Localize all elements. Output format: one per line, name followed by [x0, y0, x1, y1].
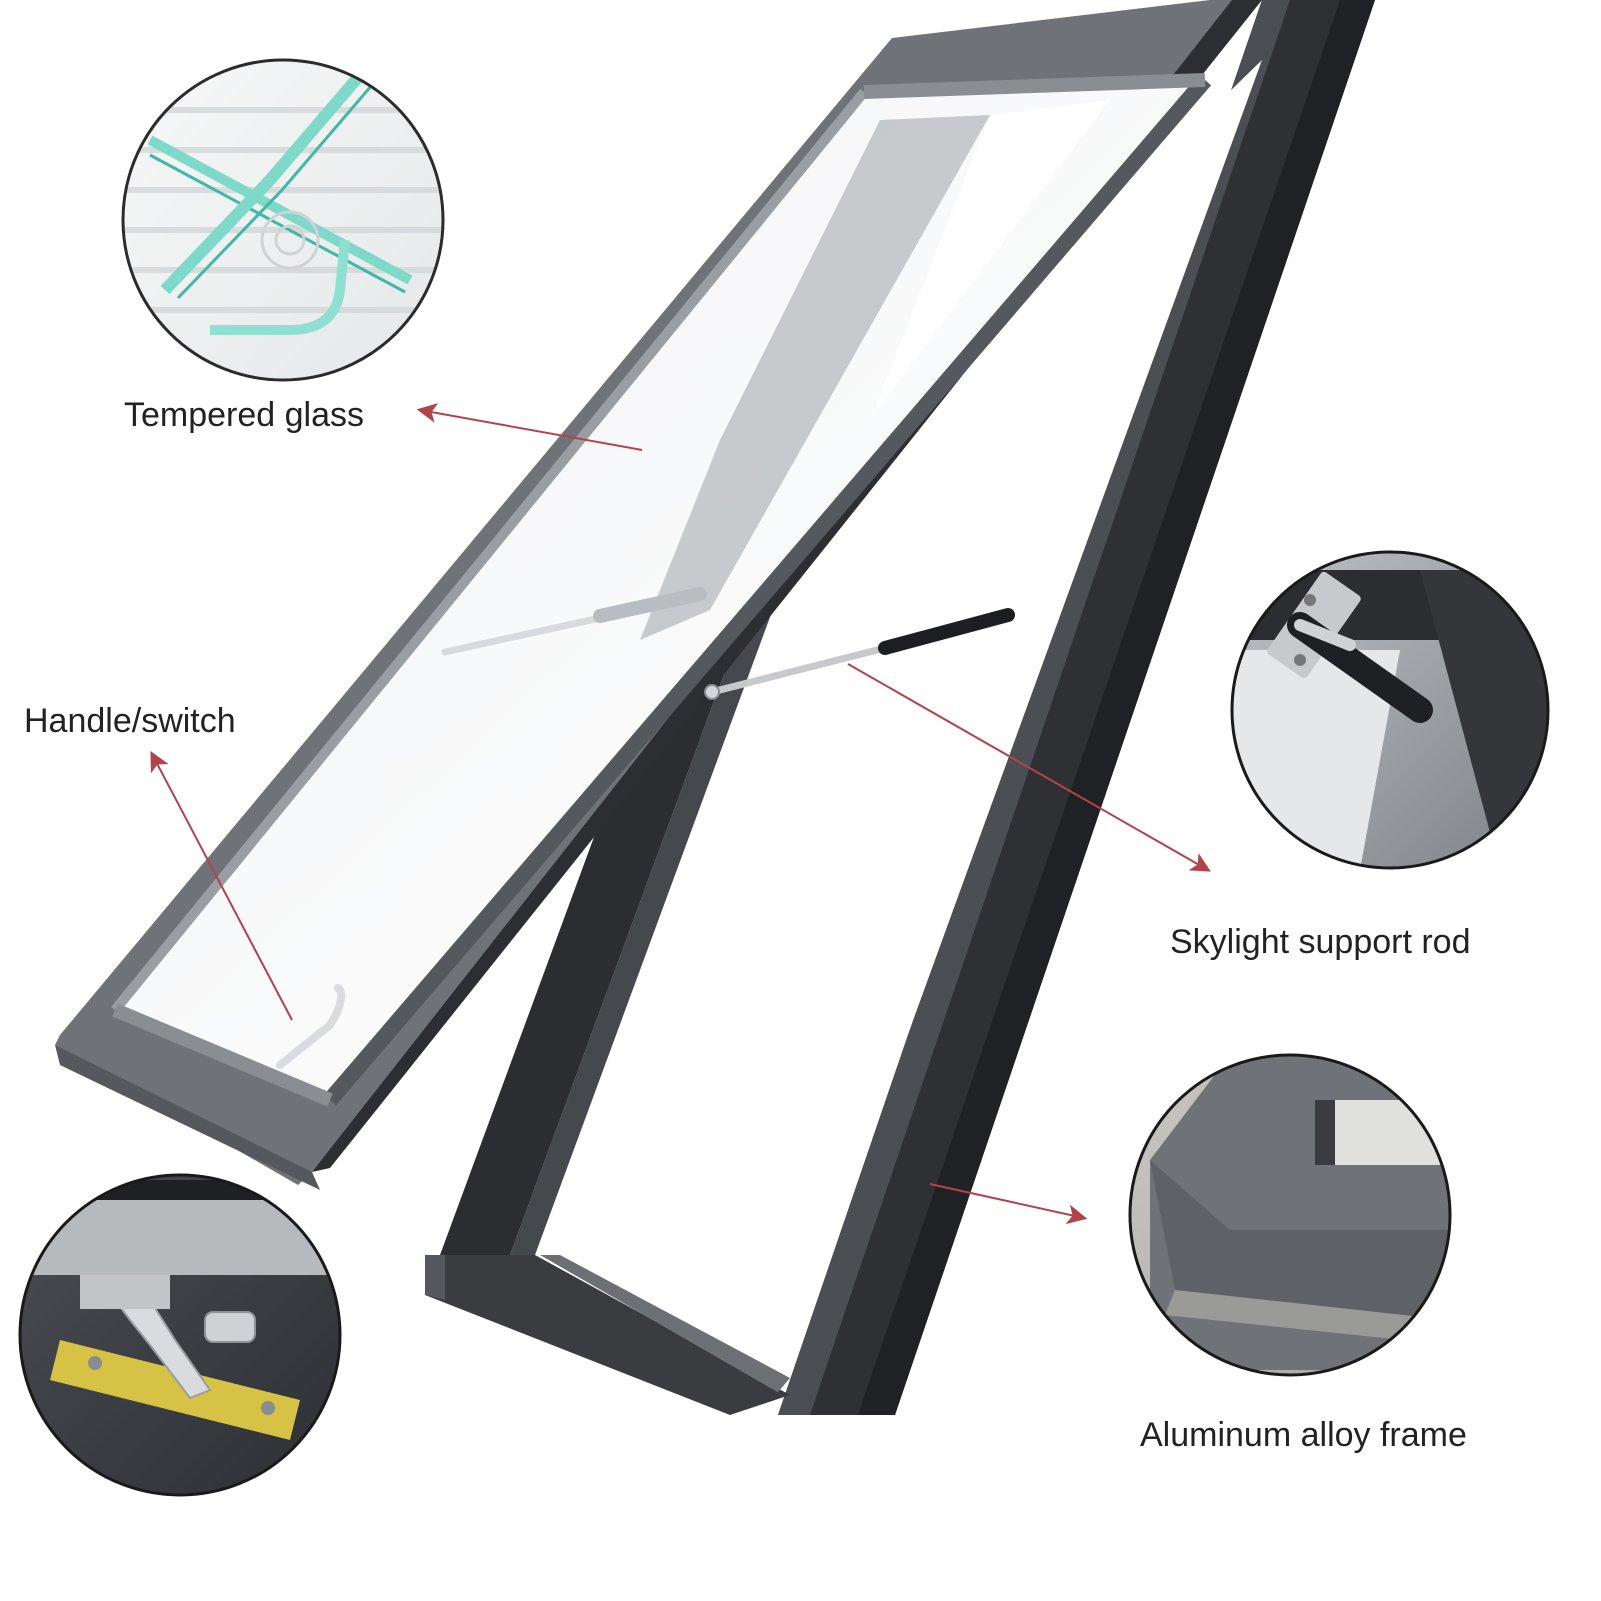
window-handle-closeup-icon: [18, 1173, 342, 1497]
frame-corner-closeup-icon: [1128, 1053, 1452, 1377]
label-handle-switch: Handle/switch: [24, 702, 236, 740]
support-rods: [441, 587, 1015, 700]
window-sash: [55, 0, 1262, 1190]
sash-handle: [276, 984, 346, 1069]
callout-arrows: [150, 403, 1211, 1225]
label-tempered-glass: Tempered glass: [124, 396, 365, 434]
tempered-glass-closeup-icon: [121, 58, 445, 382]
label-support-rod: Skylight support rod: [1170, 923, 1471, 961]
label-aluminum-frame: Aluminum alloy frame: [1140, 1416, 1467, 1454]
support-rod-hinge-closeup-icon: [1230, 550, 1550, 870]
